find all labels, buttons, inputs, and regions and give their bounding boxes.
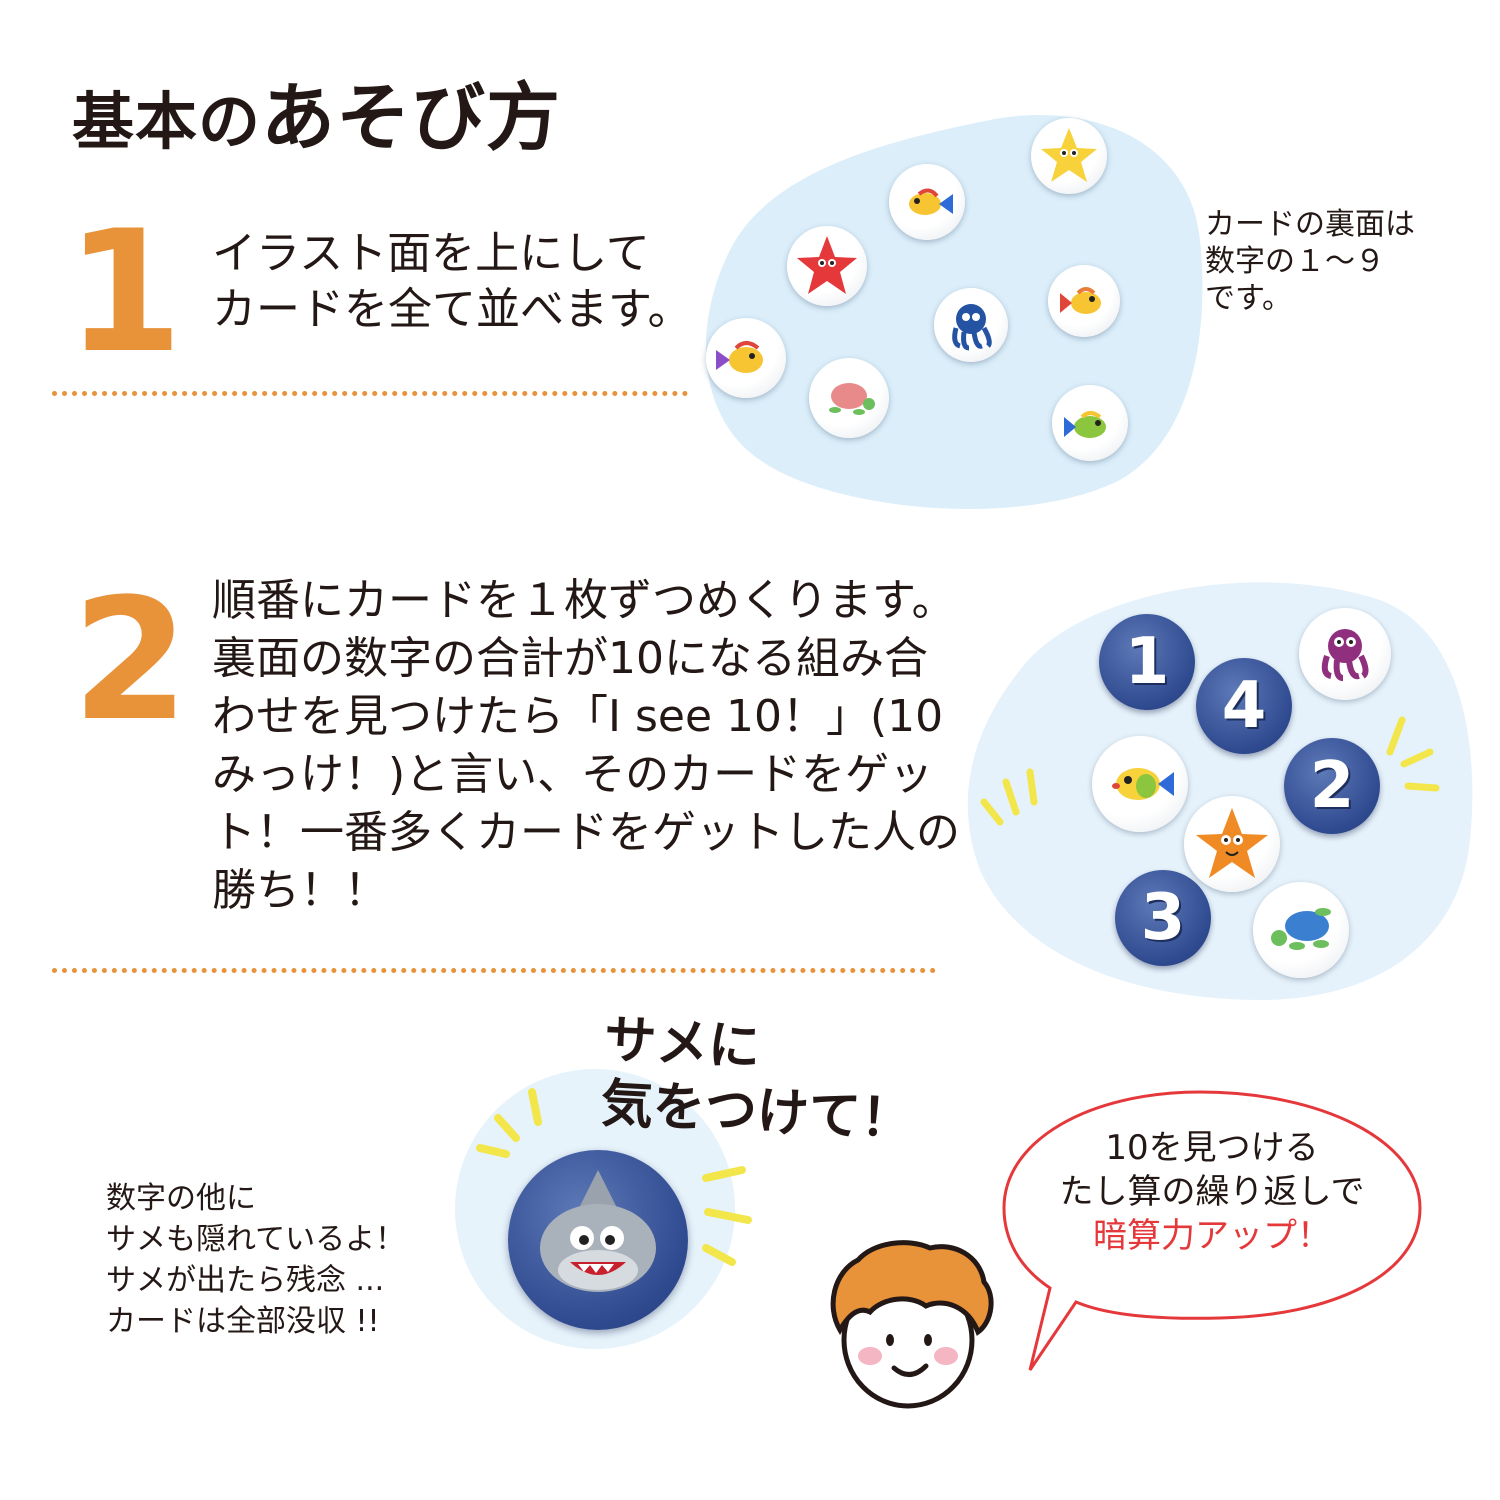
number-card: 4: [1196, 658, 1292, 754]
octopus-icon: [1321, 629, 1369, 681]
octopus-card: [1299, 608, 1391, 700]
shark-warning: サメに 気をつけて！: [599, 1009, 915, 1151]
turtle-icon: [829, 383, 875, 415]
step-1-number: 1: [66, 194, 183, 390]
fish-icon: [1112, 768, 1174, 800]
shark-card: [508, 1150, 688, 1330]
speech-line-3: 暗算力アップ！: [1093, 1216, 1331, 1256]
octopus-icon: [952, 304, 992, 351]
step-2-text: 順番にカードを１枚ずつめくります。 裏面の数字の合計が10になる組み合 わせを見…: [212, 575, 960, 916]
page-title: 基本のあそび方: [72, 58, 561, 165]
turtle-icon: [1271, 908, 1331, 950]
starfish-card: [1031, 118, 1107, 194]
fish-icon: [1060, 287, 1101, 314]
fish-card: [1092, 736, 1188, 832]
shark-note: 数字の他に サメも隠れているよ！ サメが出たら残念 ... カードは全部没収 !…: [106, 1181, 406, 1339]
starfish-icon: [1041, 128, 1097, 182]
sparkle-lines-left: [980, 768, 1038, 826]
step-1-text: イラスト面を上にして カードを全て並べます。: [212, 228, 692, 335]
number-card: 1: [1099, 614, 1195, 710]
turtle-card: [1253, 882, 1349, 978]
red-starfish-card: [787, 226, 867, 306]
fish-card: [1052, 385, 1128, 461]
number-card: 3: [1115, 870, 1211, 966]
sparkle-lines-right: [1386, 716, 1440, 792]
octopus-card: [934, 288, 1008, 362]
fish-card: [706, 318, 786, 398]
turtle-card: [809, 358, 889, 438]
fish-icon: [1064, 411, 1106, 438]
title-prefix: 基本の: [72, 85, 262, 158]
starfish-card: [1184, 796, 1280, 892]
fish-icon: [909, 188, 953, 215]
card-back-note: カードの裏面は 数字の１～９ です。: [1205, 207, 1415, 316]
title-main: あそび方: [261, 75, 562, 161]
shark-sparkle-lines-right: [702, 1166, 752, 1266]
shark-icon: [540, 1170, 656, 1292]
shark-sparkle-lines-left: [476, 1088, 542, 1158]
step-2-divider: [52, 968, 936, 973]
number-card: 2: [1284, 738, 1380, 834]
starfish-icon: [1196, 808, 1268, 878]
speech-bubble: [1002, 1090, 1422, 1371]
speech-bubble-text: 10を見つける たし算の繰り返しで 暗算力アップ！: [1012, 1126, 1412, 1258]
fish-card: [889, 164, 965, 240]
fish-icon: [716, 341, 763, 373]
speech-line-1: 10を見つける: [1105, 1128, 1319, 1168]
fish-card: [1048, 265, 1120, 337]
boy-face-illustration: [830, 1240, 994, 1409]
starfish-icon: [797, 236, 857, 294]
step-1-divider: [52, 391, 688, 396]
step-2-number: 2: [72, 562, 189, 758]
speech-line-2: たし算の繰り返しで: [1059, 1172, 1365, 1212]
